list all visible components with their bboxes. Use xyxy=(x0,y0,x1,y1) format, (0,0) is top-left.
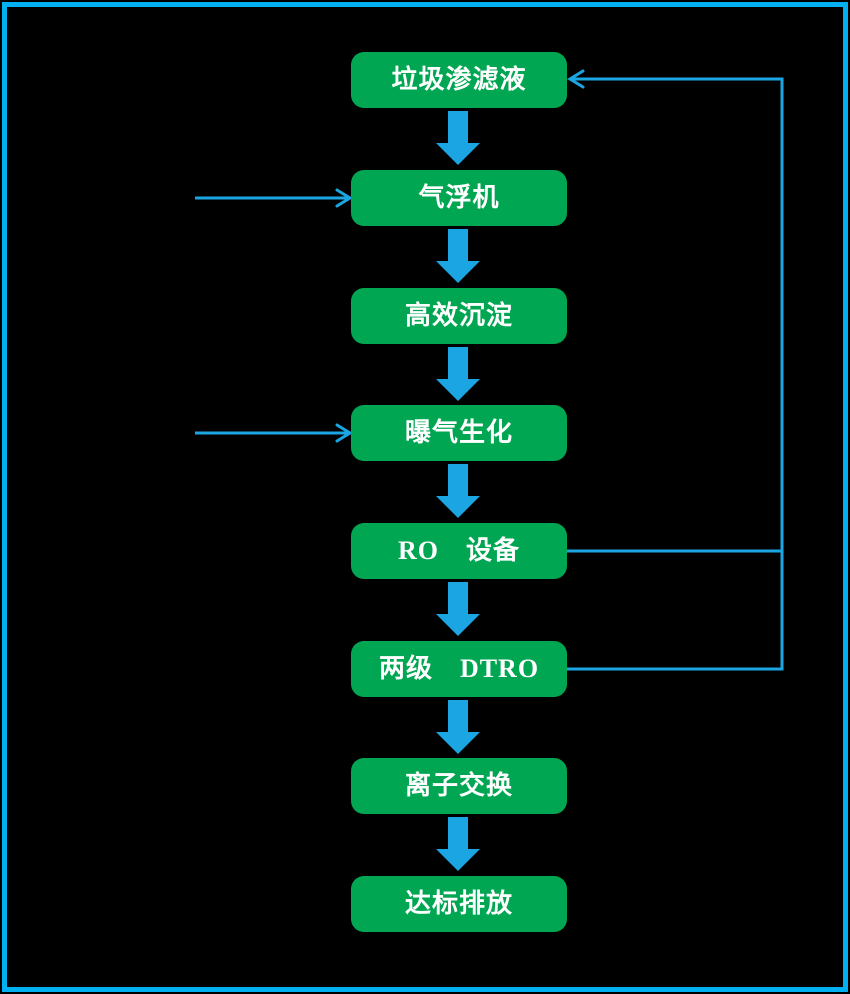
inlet-arrowhead-airflotation-icon xyxy=(335,188,353,208)
recycle-arrowhead-leachate-icon xyxy=(567,69,585,89)
node-dtro-label: 两级 DTRO xyxy=(378,654,540,683)
down-arrow-6-icon xyxy=(436,700,480,754)
down-arrow-1-icon xyxy=(436,111,480,165)
node-sedimentation: 高效沉淀 xyxy=(351,288,567,344)
recycle-line-dtro-loop xyxy=(567,77,784,671)
node-airflotation: 气浮机 xyxy=(351,170,567,226)
down-arrow-5-icon xyxy=(436,582,480,636)
node-sedimentation-label: 高效沉淀 xyxy=(404,301,513,330)
node-ion-exchange-label: 离子交换 xyxy=(404,771,513,800)
down-arrow-2-icon xyxy=(436,229,480,283)
node-airflotation-label: 气浮机 xyxy=(418,183,500,212)
down-arrow-7-icon xyxy=(436,817,480,871)
down-arrow-3-icon xyxy=(436,347,480,401)
node-discharge-label: 达标排放 xyxy=(404,889,513,918)
inlet-arrowhead-aeration-icon xyxy=(335,423,353,443)
node-dtro: 两级 DTRO xyxy=(351,641,567,697)
node-ro-label: RO 设备 xyxy=(397,536,520,565)
node-ro: RO 设备 xyxy=(351,523,567,579)
node-aeration-label: 曝气生化 xyxy=(404,418,513,447)
node-discharge: 达标排放 xyxy=(351,876,567,932)
node-aeration: 曝气生化 xyxy=(351,405,567,461)
node-leachate-label: 垃圾渗滤液 xyxy=(391,65,527,94)
node-ion-exchange: 离子交换 xyxy=(351,758,567,814)
node-leachate: 垃圾渗滤液 xyxy=(351,52,567,108)
down-arrow-4-icon xyxy=(436,464,480,518)
